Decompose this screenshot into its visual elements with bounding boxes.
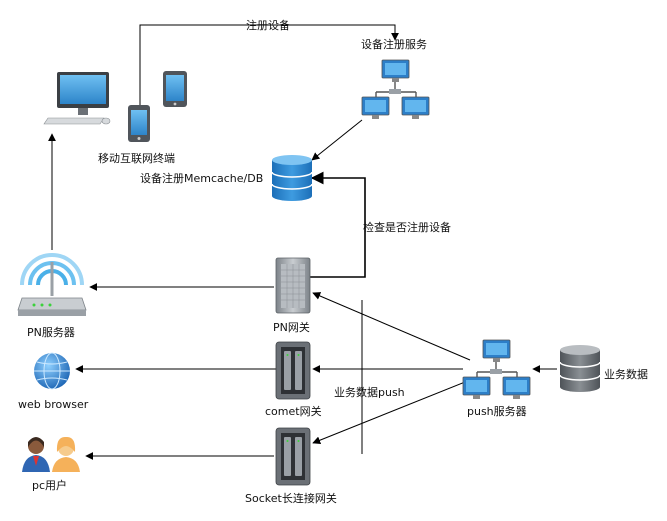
- pn-server-label: PN服务器: [27, 326, 75, 339]
- device-register-service-label: 设备注册服务: [361, 37, 427, 51]
- database-icon: [271, 155, 313, 201]
- check-registered-label: 检查是否注册设备: [363, 220, 451, 234]
- connectors: [48, 24, 557, 460]
- phone-icon: [128, 105, 150, 142]
- gateway-check-db-connector: [310, 171, 366, 278]
- network-icon: [361, 59, 430, 119]
- globe-icon: [34, 352, 70, 390]
- tower-server-icon: [275, 257, 311, 314]
- business-push-label: 业务数据push: [334, 385, 405, 399]
- register-device-connector: [139, 24, 399, 105]
- push-to-socket-arrow: [312, 379, 471, 445]
- comet-gateway-label: comet网关: [265, 404, 322, 418]
- nas-server-icon: [275, 341, 311, 400]
- mobile-terminal-label: 移动互联网终端: [98, 151, 175, 165]
- pc-user-label: pc用户: [32, 478, 67, 492]
- users-icon: [22, 436, 80, 472]
- service-to-db-arrow: [311, 119, 363, 161]
- push-server-label: push服务器: [467, 405, 527, 418]
- desktop-computer-icon: [43, 72, 111, 125]
- socket-gateway-label: Socket长连接网关: [245, 491, 337, 505]
- memcache-db-label: 设备注册Memcache/DB: [140, 171, 263, 185]
- storage-stack-icon: [559, 345, 601, 392]
- register-device-label: 注册设备: [246, 18, 290, 32]
- nas-server-icon: [275, 427, 311, 486]
- push-to-pn-gateway-arrow: [312, 292, 471, 361]
- business-data-label: 业务数据: [604, 367, 648, 381]
- web-browser-label: web browser: [18, 398, 89, 411]
- network-icon: [462, 339, 531, 399]
- pn-gateway-label: PN网关: [273, 320, 310, 334]
- tablet-icon: [163, 71, 187, 107]
- labels: 注册设备 设备注册服务 移动互联网终端 设备注册Memcache/DB 检查是否…: [18, 18, 648, 505]
- router-icon: [17, 253, 87, 316]
